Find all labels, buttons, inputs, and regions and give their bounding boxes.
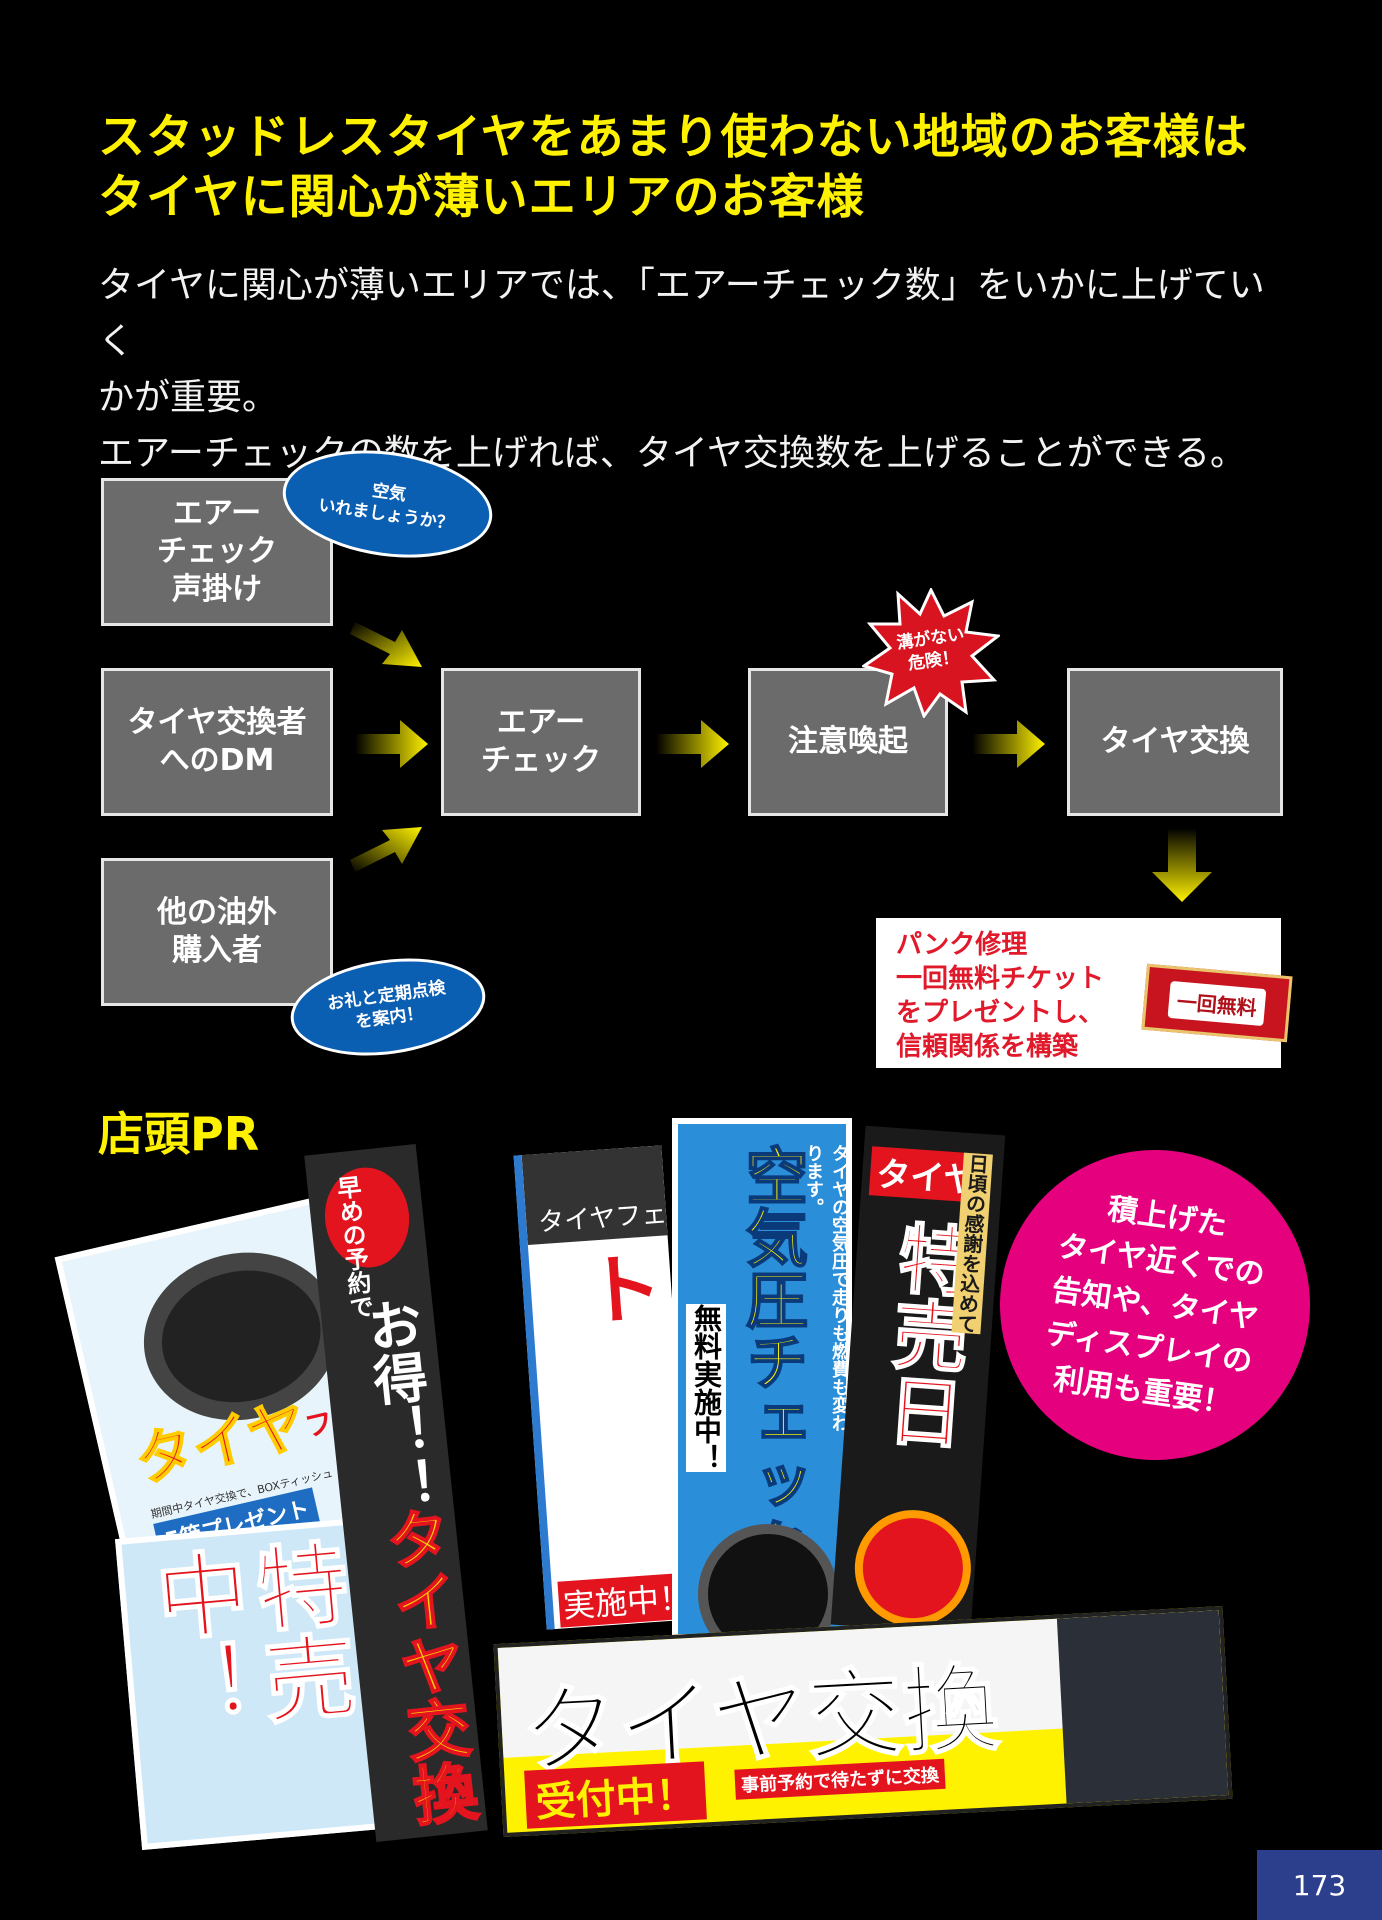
- intro-line-2: かが重要。: [98, 377, 279, 418]
- arrow-down-icon: [1152, 828, 1212, 902]
- box-tire-change: タイヤ交換: [1067, 668, 1283, 816]
- banner-tokubai-nobori: タイヤ 特売日 日頃の感謝を込めて: [830, 1125, 1006, 1635]
- otoku-main: タイヤ交換: [372, 1502, 481, 1830]
- intro-line-3: エアーチェックの数を上げれば、タイヤ交換数を上げることができる。: [98, 433, 1247, 474]
- arrow-right-icon: [972, 720, 1045, 768]
- warning-burst-icon: [862, 588, 1000, 718]
- air-side: タイヤの空気圧で走りも燃費も変わります。: [803, 1144, 850, 1432]
- banner-tire-change-wide: タイヤ交換 受付中！ 事前予約で待たずに交換: [493, 1606, 1233, 1837]
- intro-line-1: タイヤに関心が薄いエリアでは、「エアーチェック数」をいかに上げていく: [98, 265, 1265, 362]
- box-air-check: エアー チェック: [441, 668, 641, 816]
- fire-wheel-image: [850, 1506, 975, 1631]
- arrow-diagonal-down-icon: [350, 622, 422, 667]
- wheel-image: [698, 1524, 838, 1634]
- box-other-oil: 他の油外 購入者: [101, 858, 333, 1006]
- intro-paragraph: タイヤに関心が薄いエリアでは、「エアーチェック数」をいかに上げていく かが重要。…: [98, 258, 1298, 482]
- air-main: 空気圧チェック: [734, 1143, 809, 1579]
- arrow-diagonal-up-icon: [350, 827, 422, 872]
- banner-air-nobori: 空気圧チェック タイヤの空気圧で走りも燃費も変わります。 無料実施中！: [672, 1118, 852, 1640]
- section-title-pr: 店頭PR: [98, 1107, 260, 1161]
- wide-sub: 受付中！: [524, 1761, 707, 1829]
- page-number: 173: [1257, 1850, 1382, 1920]
- pink-callout: 積上げた タイヤ近くでの 告知や、タイヤ ディスプレイの 利用も重要！: [979, 1129, 1331, 1481]
- air-free: 無料実施中！: [686, 1304, 726, 1472]
- arrow-right-icon: [656, 720, 729, 768]
- page-heading: スタッドレスタイヤをあまり使わない地域のお客様は タイヤに関心が薄いエリアのお客…: [98, 108, 1298, 228]
- banner-present-nobori: タイヤフェア プレゼント 実施中！: [513, 1145, 695, 1630]
- heading-line-1: スタッドレスタイヤをあまり使わない地域のお客様は: [98, 110, 1249, 165]
- arrow-right-icon: [355, 720, 428, 768]
- otoku-text: お得！！: [355, 1294, 441, 1516]
- box-tire-dm: タイヤ交換者 へのDM: [101, 668, 333, 816]
- heading-line-2: タイヤに関心が薄いエリアのお客様: [98, 170, 865, 225]
- ticket-label: 一回無料: [1167, 980, 1267, 1026]
- promo-box: パンク修理 一回無料チケット をプレゼントし、 信頼関係を構築 一回無料: [876, 918, 1293, 1068]
- free-ticket: 一回無料: [1141, 963, 1293, 1043]
- promo-text: パンク修理 一回無料チケット をプレゼントし、 信頼関係を構築: [896, 930, 1105, 1062]
